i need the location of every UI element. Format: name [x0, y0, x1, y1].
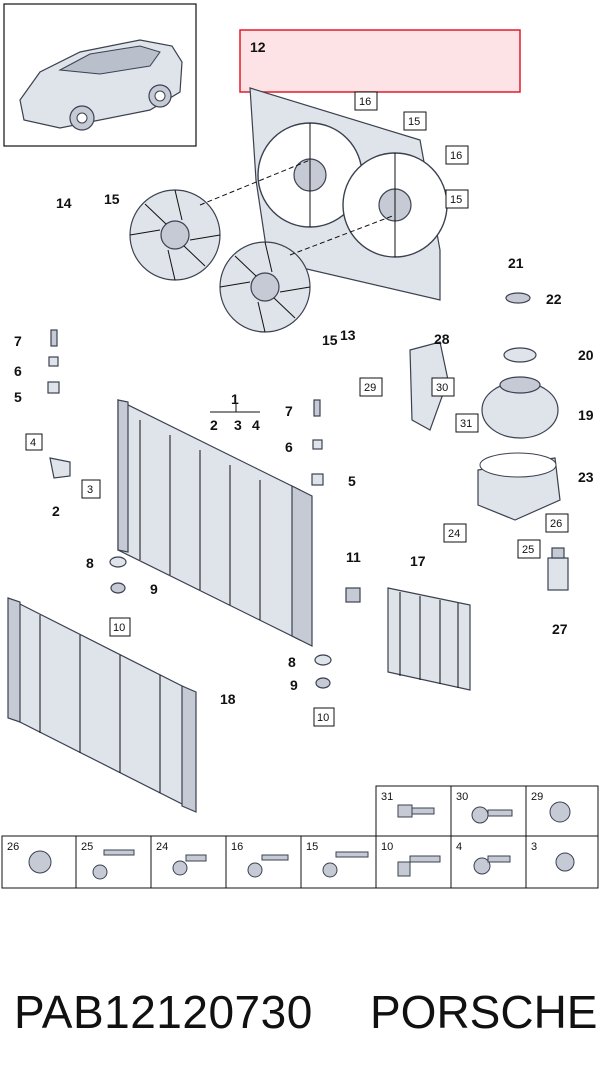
condenser: [7, 597, 197, 813]
svg-text:15: 15: [306, 841, 318, 853]
auxiliary-cooler: [387, 587, 471, 691]
svg-text:22: 22: [546, 291, 562, 307]
svg-text:30: 30: [456, 791, 468, 803]
svg-text:20: 20: [578, 347, 594, 363]
svg-text:15: 15: [450, 194, 462, 206]
expansion-tank: [481, 292, 559, 439]
svg-text:26: 26: [7, 841, 19, 853]
svg-text:29: 29: [364, 382, 376, 394]
svg-text:15: 15: [408, 116, 420, 128]
fan-shroud: [249, 87, 448, 301]
svg-text:6: 6: [285, 439, 293, 455]
svg-text:14: 14: [56, 195, 72, 211]
svg-text:24: 24: [448, 528, 460, 540]
parts-diagram: 12: [1, 3, 599, 889]
svg-text:21: 21: [508, 255, 524, 271]
svg-text:31: 31: [381, 791, 393, 803]
svg-text:16: 16: [450, 150, 462, 162]
valve: [547, 547, 569, 591]
svg-text:16: 16: [231, 841, 243, 853]
svg-text:31: 31: [460, 418, 472, 430]
svg-text:27: 27: [552, 621, 568, 637]
svg-text:1: 1: [231, 391, 239, 407]
svg-text:4: 4: [456, 841, 462, 853]
callout-12: 12: [250, 39, 266, 55]
vehicle-thumbnail: [3, 3, 197, 147]
highlight-box: [239, 29, 521, 93]
svg-text:15: 15: [104, 191, 120, 207]
tank-bracket: [477, 452, 561, 521]
svg-text:17: 17: [410, 553, 426, 569]
svg-text:10: 10: [317, 712, 329, 724]
svg-text:8: 8: [86, 555, 94, 571]
svg-text:7: 7: [285, 403, 293, 419]
svg-text:6: 6: [14, 363, 22, 379]
svg-text:29: 29: [531, 791, 543, 803]
svg-text:4: 4: [30, 437, 36, 449]
svg-text:3: 3: [87, 484, 93, 496]
radiator-main: [117, 399, 313, 647]
hardware-left: [47, 329, 361, 689]
svg-text:3: 3: [531, 841, 537, 853]
svg-text:23: 23: [578, 469, 594, 485]
svg-text:10: 10: [113, 622, 125, 634]
brand-name: PORSCHE: [370, 986, 598, 1038]
svg-text:4: 4: [252, 417, 260, 433]
svg-text:8: 8: [288, 654, 296, 670]
svg-text:18: 18: [220, 691, 236, 707]
svg-text:30: 30: [436, 382, 448, 394]
svg-text:2: 2: [52, 503, 60, 519]
svg-text:24: 24: [156, 841, 168, 853]
svg-text:5: 5: [348, 473, 356, 489]
svg-text:13: 13: [340, 327, 356, 343]
fan-left: [129, 189, 221, 281]
svg-text:19: 19: [578, 407, 594, 423]
svg-text:15: 15: [322, 332, 338, 348]
svg-text:26: 26: [550, 518, 562, 530]
svg-text:7: 7: [14, 333, 22, 349]
svg-text:25: 25: [81, 841, 93, 853]
svg-text:2: 2: [210, 417, 218, 433]
svg-text:10: 10: [381, 841, 393, 853]
callouts: 1 2 3 4 4 2 3 7 6 5 7 6 5 8 9 10 8 9 10 …: [14, 91, 594, 727]
svg-text:28: 28: [434, 331, 450, 347]
mount-bracket: [409, 341, 449, 431]
fan-right: [219, 241, 311, 333]
svg-text:25: 25: [522, 544, 534, 556]
svg-text:9: 9: [150, 581, 158, 597]
svg-text:16: 16: [359, 96, 371, 108]
svg-text:5: 5: [14, 389, 22, 405]
svg-text:9: 9: [290, 677, 298, 693]
part-number: PAB12120730: [14, 986, 313, 1038]
svg-text:11: 11: [346, 549, 361, 565]
hardware-table: 31 30 29 26 25 24 16 15 10 4 3: [1, 785, 599, 889]
svg-text:3: 3: [234, 417, 242, 433]
